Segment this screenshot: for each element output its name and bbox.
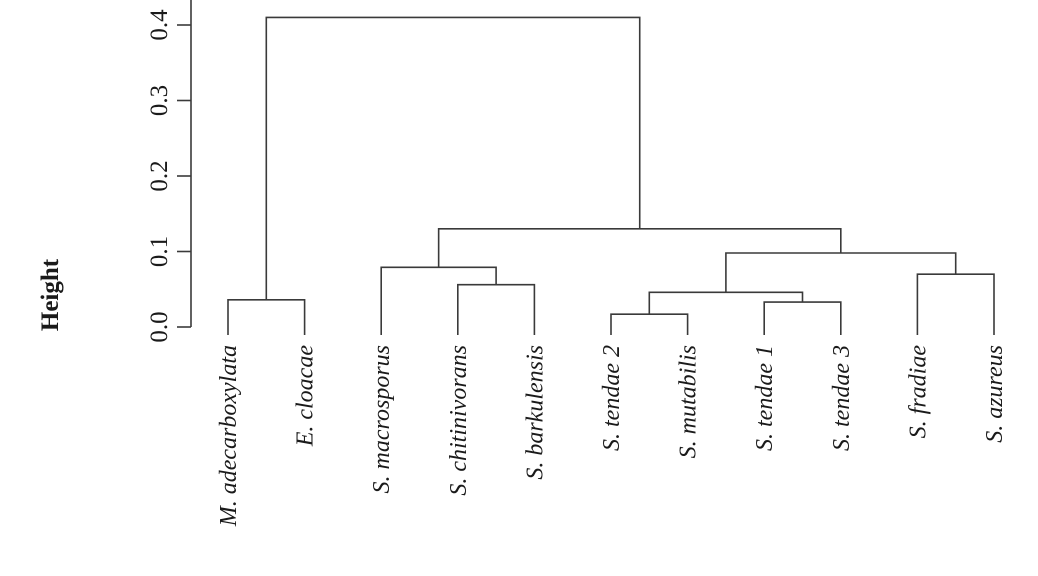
leaf-label: S. tendae 3: [829, 345, 855, 451]
leaf-label: S. macrosporus: [369, 345, 395, 493]
leaf-label: S. tendae 1: [752, 345, 778, 451]
leaf-label: S. fradiae: [905, 345, 931, 439]
leaf-label: S. chitinivorans: [446, 345, 472, 496]
y-axis: 0.0 0.1 0.2 0.3 0.4: [146, 0, 192, 343]
dendrogram-branch: [227, 299, 306, 335]
dendrogram-branch: [648, 291, 804, 315]
leaf-label: E. cloacae: [293, 345, 319, 448]
dendrogram-branch: [916, 273, 995, 335]
y-tick-label: 0.1: [146, 236, 173, 267]
dendrogram-branch: [437, 228, 842, 268]
dendrogram-branch: [610, 313, 689, 335]
dendrogram-branch: [763, 301, 842, 335]
dendrogram-branches: [227, 16, 995, 335]
dendrogram-branch: [725, 252, 957, 293]
leaf-label: S. azureus: [982, 345, 1008, 443]
y-tick-label: 0.4: [146, 9, 173, 41]
leaf-label: S. barkulensis: [522, 345, 548, 480]
y-tick-label: 0.3: [146, 85, 173, 116]
dendrogram-branch: [265, 16, 641, 300]
dendrogram-branch: [380, 266, 497, 335]
y-tick-label: 0.2: [146, 160, 173, 191]
y-axis-title: Height: [37, 258, 64, 331]
dendrogram-branch: [457, 283, 536, 335]
y-tick-label: 0.0: [146, 311, 173, 342]
leaf-labels: M. adecarboxylata E. cloacae S. macrosporu…: [216, 345, 1008, 528]
leaf-label: M. adecarboxylata: [216, 345, 242, 527]
leaf-label: S. tendae 2: [599, 345, 625, 451]
leaf-label: S. mutabilis: [676, 345, 702, 458]
